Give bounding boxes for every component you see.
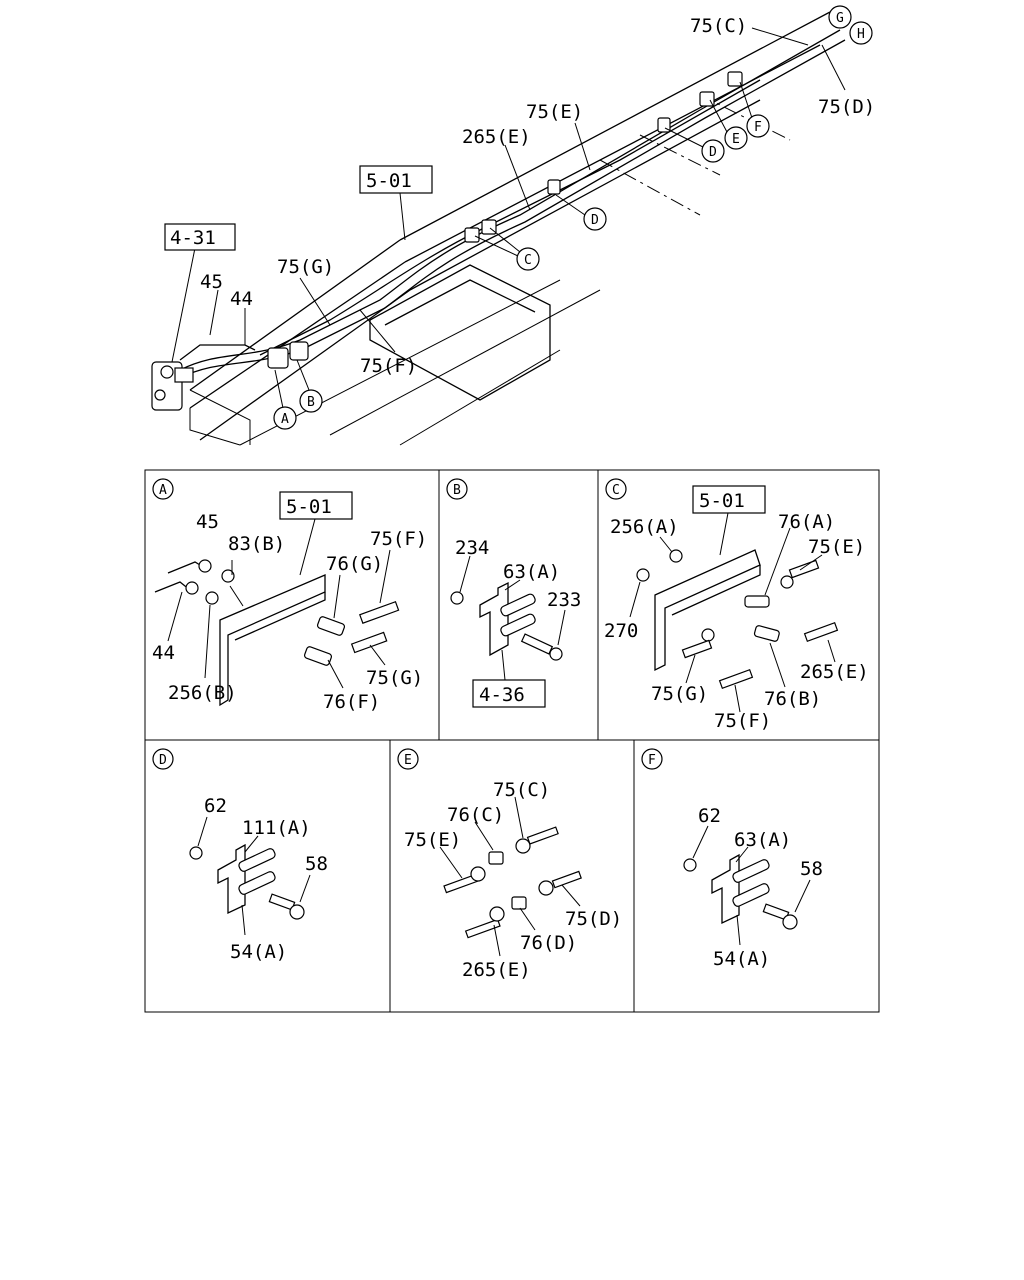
panel-c-ref: 5-01	[699, 490, 745, 512]
callout-e: E	[732, 132, 740, 147]
panel-d-label-111a: 111(A)	[242, 817, 311, 839]
panel-a-label-75g: 75(G)	[366, 667, 423, 689]
panel-d-label-58: 58	[305, 853, 328, 875]
label-75g: 75(G)	[277, 256, 334, 278]
callout-h: H	[857, 27, 865, 42]
label-45: 45	[200, 271, 223, 293]
panel-e-label-75d: 75(D)	[565, 908, 622, 930]
panel-f-letter: F	[648, 753, 656, 768]
ref-5-01-text: 5-01	[366, 170, 412, 192]
panel-a-letter: A	[159, 483, 167, 498]
panel-e-label-76d: 76(D)	[520, 932, 577, 954]
panel-a-label-44: 44	[152, 642, 175, 664]
panel-c-label-76b: 76(B)	[764, 688, 821, 710]
panel-d-letter: D	[159, 753, 167, 768]
panel-a-label-76f: 76(F)	[323, 691, 380, 713]
label-265e: 265(E)	[462, 126, 531, 148]
callout-d1: D	[591, 213, 599, 228]
panel-c-letter: C	[612, 483, 620, 498]
panel-c-label-270: 270	[604, 620, 638, 642]
panel-e-label-75c: 75(C)	[493, 779, 550, 801]
panel-b-label-233: 233	[547, 589, 581, 611]
callout-b: B	[307, 395, 315, 410]
pipe-clips	[267, 71, 743, 369]
detail-grid	[144, 469, 880, 1013]
panel-c-label-76a: 76(A)	[778, 511, 835, 533]
valve-assembly	[151, 361, 194, 411]
detail-panel-f: F 62 63(A) 58 54(A)	[641, 748, 823, 970]
callout-a: A	[281, 412, 289, 427]
panel-c-label-256a: 256(A)	[610, 516, 679, 538]
ref-box-5-01	[359, 165, 433, 194]
callout-d2: D	[709, 145, 717, 160]
panel-f-label-54a: 54(A)	[713, 948, 770, 970]
label-75e: 75(E)	[526, 101, 583, 123]
panel-a-ref: 5-01	[286, 496, 332, 518]
frame-cross-member	[189, 264, 551, 446]
callout-g: G	[836, 11, 844, 26]
panel-f-label-58: 58	[800, 858, 823, 880]
panel-b-ref: 4-36	[479, 684, 525, 706]
label-75c: 75(C)	[690, 15, 747, 37]
panel-d-label-62: 62	[204, 795, 227, 817]
label-75f: 75(F)	[360, 355, 417, 377]
panel-c-label-75e: 75(E)	[808, 536, 865, 558]
panel-e-label-76c: 76(C)	[447, 804, 504, 826]
panel-a-label-75f: 75(F)	[370, 528, 427, 550]
label-75d: 75(D)	[818, 96, 875, 118]
panel-a-label-76g: 76(G)	[326, 553, 383, 575]
panel-e-letter: E	[404, 753, 412, 768]
panel-c-label-75g: 75(G)	[651, 683, 708, 705]
overview-illustration: 4-31 5-01 75(C) 75(D) 75(E) 265(E) 75(G)…	[151, 5, 875, 446]
label-44: 44	[230, 288, 253, 310]
ref-box-4-31	[164, 223, 236, 251]
panel-e-label-265e: 265(E)	[462, 959, 531, 981]
detail-panel-e: E 75(C) 76(C) 75(E) 75(D) 76(D) 265(E)	[397, 748, 622, 981]
callout-f: F	[754, 120, 762, 135]
panel-f-label-62: 62	[698, 805, 721, 827]
panel-a-label-83b: 83(B)	[228, 533, 285, 555]
detail-panel-a: A 5-01 45 83(B) 76(G) 75(F) 44 256(B) 75…	[152, 478, 427, 713]
overview-leaders	[171, 27, 846, 409]
panel-a-label-45: 45	[196, 511, 219, 533]
detail-panel-c: C 5-01 256(A) 76(A) 75(E) 270 75(G) 76(B…	[604, 478, 869, 732]
detail-panel-d: D 62 111(A) 58 54(A)	[152, 748, 328, 963]
panel-b-label-63a: 63(A)	[503, 561, 560, 583]
detail-panel-b: B 4-36 234 63(A) 233	[446, 478, 581, 708]
ref-4-31-text: 4-31	[170, 227, 216, 249]
callout-c: C	[524, 253, 532, 268]
panel-b-label-234: 234	[455, 537, 489, 559]
panel-a-label-256b: 256(B)	[168, 682, 237, 704]
panel-e-label-75e: 75(E)	[404, 829, 461, 851]
panel-b-letter: B	[453, 483, 461, 498]
panel-d-label-54a: 54(A)	[230, 941, 287, 963]
panel-f-label-63a: 63(A)	[734, 829, 791, 851]
panel-c-label-75f: 75(F)	[714, 710, 771, 732]
panel-c-label-265e: 265(E)	[800, 661, 869, 683]
